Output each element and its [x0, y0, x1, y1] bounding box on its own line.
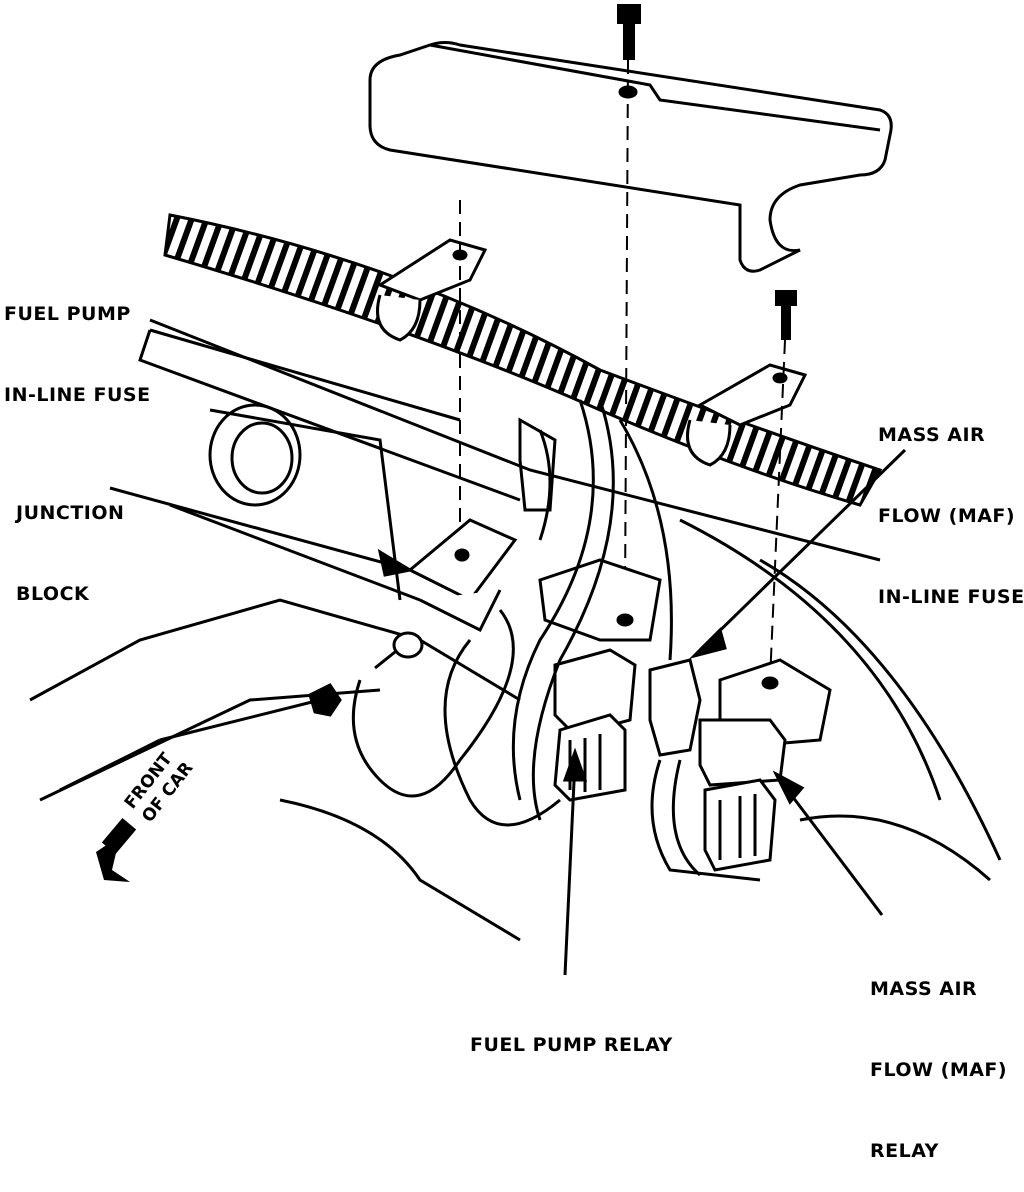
label-line: IN-LINE FUSE [4, 384, 151, 406]
cover-bolt [617, 4, 641, 60]
maf-fuse-clamp [686, 363, 808, 467]
junction-block [407, 518, 518, 633]
engine-bay-illustration [29, 4, 1002, 976]
alignment-lines [459, 59, 786, 681]
label-line: FUEL PUMP [4, 303, 131, 325]
vehicle-body-lines [29, 318, 1002, 942]
front-of-car-arrow [96, 817, 137, 882]
label-line: JUNCTION [16, 502, 125, 524]
label-fuel-pump-inline-fuse: FUEL PUMP IN-LINE FUSE [4, 247, 151, 436]
label-line: BLOCK [16, 583, 90, 605]
label-line: FLOW (MAF) [878, 505, 1016, 527]
wires [351, 399, 761, 882]
label-line: MASS AIR [878, 424, 986, 446]
label-line: IN-LINE FUSE [878, 586, 1024, 608]
firewall-grommet [208, 403, 302, 507]
ground-terminal [308, 631, 424, 717]
leader-lines [109, 448, 907, 976]
label-line: FUEL PUMP RELAY [470, 1034, 673, 1056]
label-maf-relay: MASS AIR FLOW (MAF) RELAY [870, 922, 1007, 1192]
label-fuel-pump-relay: FUEL PUMP RELAY [470, 978, 673, 1086]
label-line: MASS AIR [870, 978, 978, 1000]
fuel-pump-fuse-clamp [376, 238, 488, 342]
label-line: RELAY [870, 1140, 939, 1162]
maf-fuse-bolt [775, 290, 797, 340]
label-junction-block: JUNCTION BLOCK [16, 446, 124, 635]
label-line: FLOW (MAF) [870, 1059, 1008, 1081]
maf-relay [648, 658, 787, 872]
relay-cover [368, 41, 893, 273]
label-maf-inline-fuse: MASS AIR FLOW (MAF) IN-LINE FUSE [878, 368, 1024, 638]
